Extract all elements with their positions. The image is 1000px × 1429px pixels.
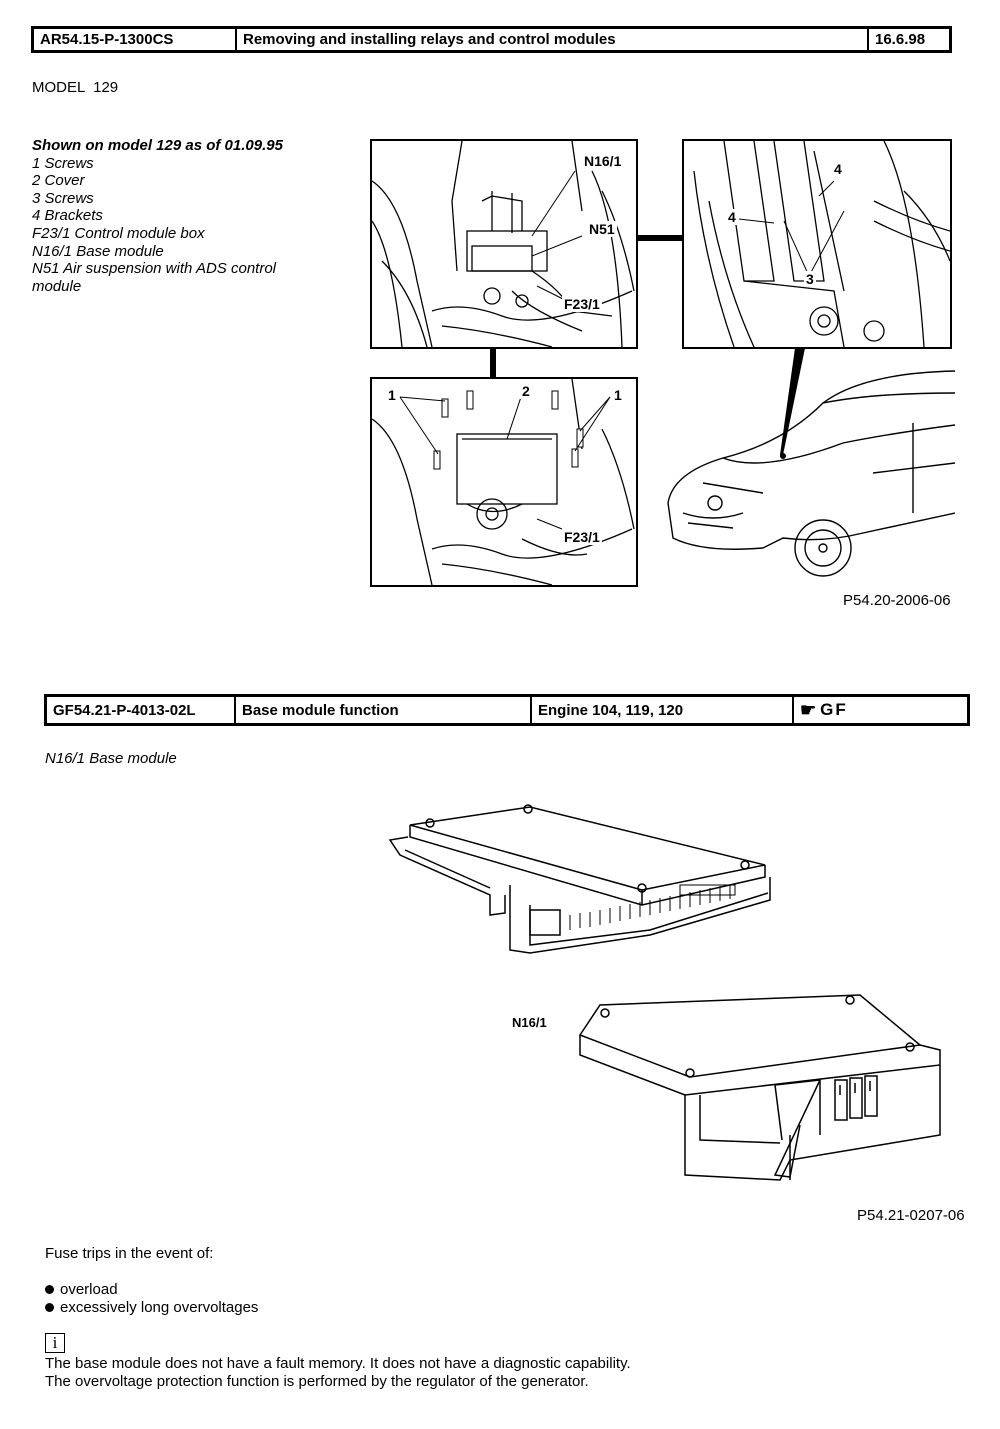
car-drawing bbox=[667, 370, 955, 577]
bullet-icon bbox=[45, 1302, 54, 1312]
engine-info: Engine 104, 119, 120 bbox=[532, 697, 794, 723]
info-text: The base module does not have a fault me… bbox=[45, 1355, 631, 1390]
connector-lines bbox=[490, 235, 805, 455]
figure-base-module: N16/1 P54.21-0207-06 bbox=[380, 795, 980, 1224]
doc-date: 16.6.98 bbox=[875, 31, 926, 48]
location-marker-icon bbox=[780, 453, 786, 459]
model-line: MODEL 129 bbox=[32, 79, 119, 96]
label-n51: N51 bbox=[587, 221, 617, 237]
doc-title: Removing and installing relays and contr… bbox=[237, 29, 869, 50]
info-icon: i bbox=[45, 1333, 65, 1353]
label-n16-1-module: N16/1 bbox=[510, 1015, 549, 1030]
bullet-icon bbox=[45, 1285, 54, 1295]
fuse-item-overload: overload bbox=[60, 1281, 118, 1298]
section2-title: N16/1 Base module bbox=[45, 750, 177, 767]
header-table-2: GF54.21-P-4013-02L Base module function … bbox=[44, 694, 970, 726]
doc-code-2: GF54.21-P-4013-02L bbox=[47, 697, 236, 723]
label-4b: 4 bbox=[726, 209, 738, 225]
brackets-drawing bbox=[693, 141, 950, 347]
legend-item: 3 Screws bbox=[32, 189, 94, 207]
label-2: 2 bbox=[520, 383, 532, 399]
info-line: The overvoltage protection function is p… bbox=[45, 1372, 589, 1390]
label-3: 3 bbox=[804, 271, 816, 287]
legend-item: N51 Air suspension with ADS control bbox=[32, 260, 276, 278]
gf-tag-text: GF bbox=[820, 700, 848, 719]
label-1-right: 1 bbox=[612, 387, 624, 403]
base-module-drawing bbox=[388, 804, 941, 1181]
legend-heading: Shown on model 129 as of 01.09.95 bbox=[32, 137, 283, 154]
doc-code: AR54.15-P-1300CS bbox=[34, 29, 237, 50]
label-n16-1: N16/1 bbox=[582, 153, 624, 169]
list-item: overload bbox=[45, 1281, 258, 1299]
brackets-panel: 4 4 3 bbox=[682, 139, 952, 349]
legend-item: 2 Cover bbox=[32, 172, 85, 190]
doc-title-2: Base module function bbox=[236, 697, 532, 723]
legend: Shown on model 129 as of 01.09.95 1 Scre… bbox=[32, 137, 332, 295]
legend-item: module bbox=[32, 277, 82, 295]
figure1-caption: P54.20-2006-06 bbox=[843, 592, 951, 609]
legend-item: 4 Brackets bbox=[32, 207, 103, 225]
fuse-list: overload excessively long overvoltages bbox=[45, 1281, 258, 1316]
label-4a: 4 bbox=[832, 161, 844, 177]
fuse-item-overvoltage: excessively long overvoltages bbox=[60, 1298, 259, 1316]
engine-bay-drawing bbox=[372, 141, 635, 347]
pointing-hand-icon: ☛ bbox=[800, 699, 817, 720]
legend-item: N16/1 Base module bbox=[32, 242, 164, 260]
engine-bay-panel: N16/1 N51 F23/1 bbox=[370, 139, 638, 349]
cover-screws-drawing bbox=[372, 379, 635, 585]
legend-item: 1 Screws bbox=[32, 154, 94, 172]
label-f23-1: F23/1 bbox=[562, 296, 602, 312]
legend-item: F23/1 Control module box bbox=[32, 224, 205, 242]
figure2-caption: P54.21-0207-06 bbox=[857, 1207, 965, 1224]
label-1-left: 1 bbox=[386, 387, 398, 403]
header-table-1: AR54.15-P-1300CS Removing and installing… bbox=[31, 26, 952, 53]
gf-tag: ☛ GF bbox=[794, 697, 967, 723]
list-item: excessively long overvoltages bbox=[45, 1299, 258, 1317]
label-f23-1-bottom: F23/1 bbox=[562, 529, 602, 545]
fuse-intro: Fuse trips in the event of: bbox=[45, 1245, 214, 1262]
figure-relay-installation: N16/1 N51 F23/1 4 4 3 bbox=[365, 135, 960, 609]
cover-screws-panel: 1 2 1 F23/1 bbox=[370, 377, 638, 587]
info-line: The base module does not have a fault me… bbox=[45, 1355, 631, 1372]
